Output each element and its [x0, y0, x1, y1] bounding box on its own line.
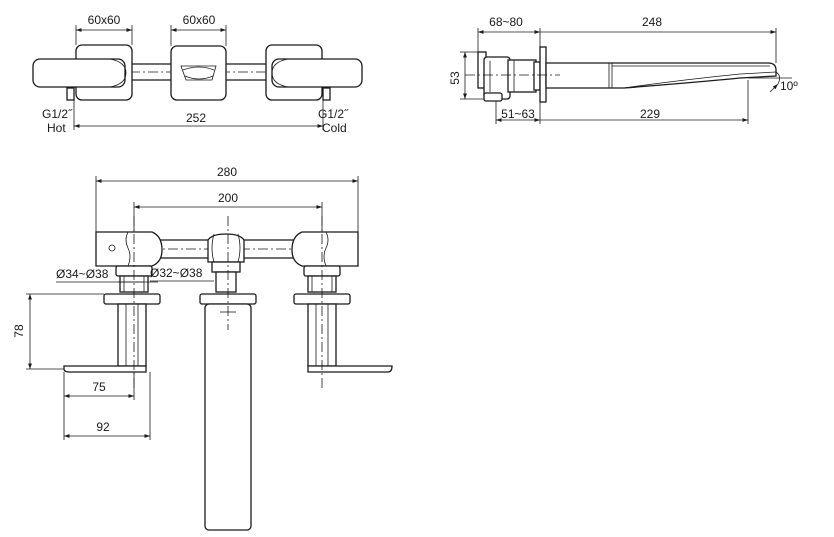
dim-wall-adjust-label: 51~63	[501, 107, 535, 121]
hot-escutcheon	[103, 293, 161, 305]
dim-center-box-label: 60x60	[183, 13, 216, 27]
wall-plate-side	[539, 46, 547, 103]
dim-handle-spacing-label: 200	[218, 191, 238, 205]
front-view: 280 200 Ø34~Ø38 Ø32~Ø38 78 75 92	[12, 165, 393, 531]
cold-lever-front	[307, 365, 393, 373]
cold-label: Cold	[322, 121, 347, 135]
hot-thread-label: G1/2˝	[42, 107, 73, 121]
dim-overall-label: 252	[186, 111, 206, 125]
dim-lever-92-label: 92	[96, 420, 110, 434]
side-view: 68~80 248 53 51~63 229 10º	[448, 15, 798, 124]
dim-spout-length-label: 248	[642, 15, 662, 29]
spout-body-top	[170, 45, 227, 101]
dim-height-label: 53	[448, 71, 462, 85]
cold-thread-label: G1/2˝	[318, 107, 349, 121]
hot-label: Hot	[47, 121, 66, 135]
dim-left-box-label: 60x60	[88, 13, 121, 27]
dim-angle-label: 10º	[780, 79, 798, 93]
dim-spout-escutcheon-label: Ø32~Ø38	[150, 266, 203, 280]
dim-vertical-label: 78	[12, 324, 26, 338]
dim-body-depth-label: 68~80	[489, 15, 523, 29]
cold-valve-body-front	[291, 231, 359, 267]
dim-lever-75-label: 75	[92, 380, 106, 394]
cold-lever-top	[271, 58, 363, 88]
dim-handle-escutcheon-label: Ø34~Ø38	[56, 267, 109, 281]
hot-lever-top	[32, 58, 126, 88]
top-view: 60x60 60x60 252 G1/2˝ Hot G1/2˝ Cold	[32, 13, 363, 135]
dim-total-width-label: 280	[217, 165, 237, 179]
spout-front	[204, 303, 252, 531]
hot-valve-body-front	[95, 231, 163, 267]
spout-side	[545, 62, 777, 89]
hot-lever-front	[63, 365, 147, 373]
dim-spout-projection-label: 229	[640, 107, 660, 121]
